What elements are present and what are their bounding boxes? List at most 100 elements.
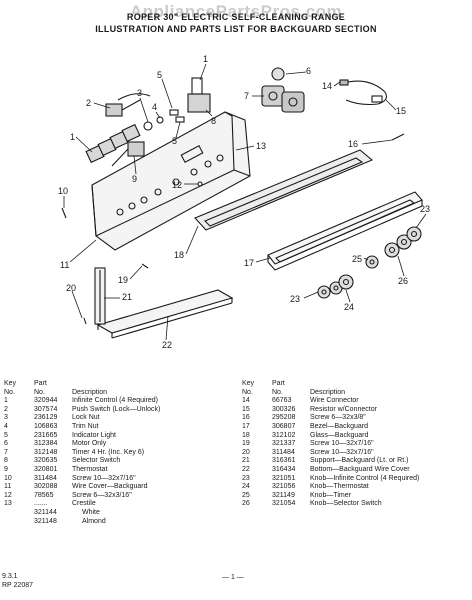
part-key: 24 <box>242 483 250 491</box>
part-description <box>310 518 419 527</box>
part-number: 321148 <box>34 517 57 525</box>
callout-23b: 23 <box>290 294 300 304</box>
part-key <box>2 518 34 527</box>
part-description: Support—Backguard (Lt. or Rt.) <box>310 457 409 465</box>
part-description: Bottom—Backguard Wire Cover <box>310 465 410 473</box>
part-key: 16 <box>242 414 250 422</box>
part-description: Motor Only <box>72 440 107 448</box>
part-number: 321054 <box>272 500 296 508</box>
callout-17: 17 <box>244 258 254 268</box>
part-description <box>310 509 419 518</box>
table-row: 2 307574 Push Switch (Lock—Unlock) 15 300326… <box>2 406 419 415</box>
part-key: 3 <box>4 414 8 422</box>
part-key: 19 <box>242 440 250 448</box>
watermark: AppliancePartsPros.com <box>129 2 343 21</box>
backguard-bezel <box>267 191 423 271</box>
part-key: 2 <box>4 405 8 413</box>
part-number: 320944 <box>34 397 58 405</box>
resistor-wire <box>339 79 387 106</box>
callout-2: 2 <box>86 98 91 108</box>
callout-1b: 1 <box>203 54 208 64</box>
infinite-controls <box>85 123 141 164</box>
part-key: 18 <box>242 431 250 439</box>
callout-9: 9 <box>132 174 137 184</box>
part-description: Push Switch (Lock—Unlock) <box>72 405 161 413</box>
part-key: 14 <box>242 397 250 405</box>
page-number: — 1 — <box>222 574 244 581</box>
part-number: 236129 <box>34 414 58 422</box>
part-number: 295208 <box>272 414 296 422</box>
part-key: 20 <box>242 448 250 456</box>
callout-1: 1 <box>70 132 75 142</box>
backguard-panel <box>91 111 251 251</box>
part-key: 12 <box>4 491 12 499</box>
part-key: 21 <box>242 457 250 465</box>
callout-7: 7 <box>244 91 249 101</box>
header-description: Description <box>72 388 108 396</box>
part-number: 320801 <box>34 465 58 473</box>
part-description: Knob—Thermostat <box>310 483 369 491</box>
wire-cover-bottom <box>96 289 234 339</box>
table-row: 3 236129 Lock Nut 16 295208 Screw 6—32x3/8" <box>2 414 419 423</box>
callout-18: 18 <box>174 250 184 260</box>
part-key: 17 <box>242 422 250 430</box>
part-number: 316361 <box>272 457 296 465</box>
part-description: Glass—Backguard <box>310 431 369 439</box>
part-description: Indicator Light <box>72 431 116 439</box>
part-key: 6 <box>4 440 8 448</box>
callout-4: 4 <box>152 102 157 112</box>
part-number: 321149 <box>272 491 295 499</box>
part-key: 11 <box>4 483 12 491</box>
part-key: 13 <box>4 500 12 508</box>
nuts-and-lights <box>143 109 185 131</box>
part-number: 231665 <box>34 431 58 439</box>
part-number: 312384 <box>34 440 58 448</box>
part-number: 78565 <box>34 491 54 499</box>
part-key <box>242 509 272 518</box>
callout-5b: 5 <box>172 136 177 146</box>
part-number: 321056 <box>272 483 296 491</box>
page-title: ROPER 30" ELECTRIC SELF-CLEANING RANGE <box>126 12 346 22</box>
part-description: Bezel—Backguard <box>310 422 368 430</box>
leader-lines <box>63 63 427 341</box>
callout-6: 6 <box>306 66 311 76</box>
part-number <box>272 509 310 518</box>
part-number: 306807 <box>272 422 296 430</box>
part-key: 15 <box>242 405 250 413</box>
part-number: 312148 <box>34 448 58 456</box>
callout-23a: 23 <box>420 204 430 214</box>
part-number: 302088 <box>34 483 58 491</box>
part-number: 320635 <box>34 457 58 465</box>
part-number: 311484 <box>272 448 295 456</box>
callout-20: 20 <box>66 283 76 293</box>
part-number: 307574 <box>34 405 58 413</box>
part-description: Lock Nut <box>72 414 100 422</box>
backguard-support <box>94 267 106 325</box>
part-number: 66763 <box>272 397 292 405</box>
part-number: 300326 <box>272 405 296 413</box>
callout-12: 12 <box>172 180 182 190</box>
part-number: ....... <box>34 500 48 508</box>
part-key: 25 <box>242 491 250 499</box>
timer <box>261 67 305 113</box>
footer-code-1: 9.3.1 <box>2 573 18 580</box>
part-key: 4 <box>4 422 8 430</box>
backguard-glass <box>194 149 374 231</box>
part-description: Thermostat <box>72 465 108 473</box>
part-key <box>242 518 272 527</box>
callout-13: 13 <box>256 141 266 151</box>
callout-labels: 1 2 3 4 5 5 1 6 7 8 9 10 11 12 13 14 15 … <box>58 54 430 350</box>
part-description: Screw 6—32x3/8" <box>310 414 366 422</box>
